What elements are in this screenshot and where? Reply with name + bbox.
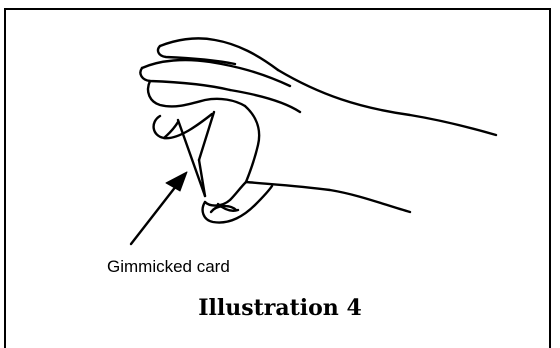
gimmicked-card-label: Gimmicked card [107, 257, 230, 277]
illustration-caption: Illustration 4 [0, 295, 560, 321]
